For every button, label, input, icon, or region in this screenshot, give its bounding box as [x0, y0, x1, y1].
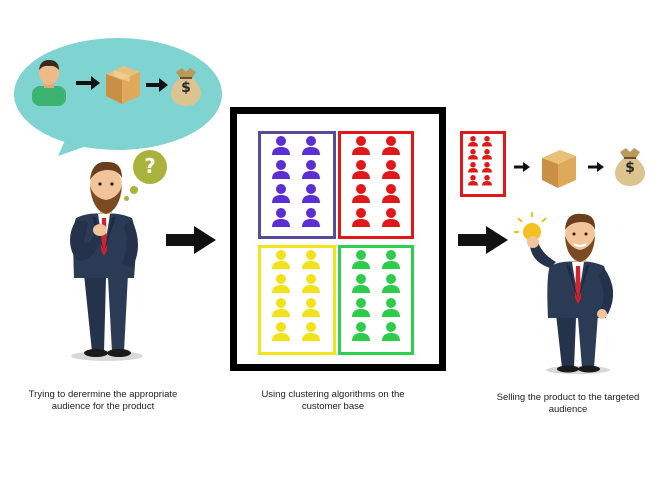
person-icon: [272, 136, 290, 155]
person-icon: [352, 298, 370, 317]
person-icon: [302, 160, 320, 179]
selected-cluster-box: [460, 131, 506, 197]
person-icon: [382, 184, 400, 203]
arrow-icon: [588, 162, 604, 172]
person-icon: [302, 298, 320, 317]
thought-dot: [124, 196, 129, 201]
cluster-people-green: [352, 250, 400, 341]
package-box-icon: [106, 66, 140, 104]
money-bag-icon: $: [610, 146, 650, 186]
person-icon: [352, 250, 370, 269]
thinking-businessman-illustration: [70, 161, 143, 361]
person-icon: [382, 160, 400, 179]
person-icon: [352, 136, 370, 155]
cluster-people-yellow: [272, 250, 320, 341]
person-icon: [382, 274, 400, 293]
person-icon: [272, 184, 290, 203]
cluster-box-red: [338, 131, 414, 239]
person-icon: [382, 322, 400, 341]
currency-symbol: $: [625, 160, 635, 176]
person-icon: [302, 250, 320, 269]
big-arrow-icon: [166, 226, 216, 254]
cluster-people-red: [352, 136, 400, 227]
person-icon: [382, 298, 400, 317]
person-icon: [482, 149, 492, 160]
person-icon: [468, 149, 478, 160]
currency-symbol: $: [181, 80, 191, 96]
money-bag-icon: $: [166, 66, 206, 106]
arrow-icon: [146, 78, 168, 92]
person-icon: [302, 274, 320, 293]
cluster-box-yellow: [258, 245, 336, 355]
question-bubble: ?: [133, 150, 167, 184]
person-icon: [468, 136, 478, 147]
arrow-icon: [76, 76, 100, 90]
person-icon: [382, 208, 400, 227]
caption-middle: Using clustering algorithms on the custo…: [261, 389, 405, 412]
person-icon: [482, 136, 492, 147]
big-arrow-icon: [458, 226, 508, 254]
person-icon: [272, 250, 290, 269]
caption-right: Selling the product to the targeted audi…: [496, 392, 640, 415]
selected-cluster-people: [468, 136, 492, 186]
person-icon: [272, 298, 290, 317]
question-mark: ?: [144, 154, 156, 178]
person-icon: [272, 274, 290, 293]
arrow-icon: [514, 162, 530, 172]
person-icon: [352, 322, 370, 341]
person-icon: [352, 274, 370, 293]
caption-left: Trying to derermine the appropriate audi…: [28, 389, 178, 412]
person-icon: [382, 250, 400, 269]
person-icon: [302, 184, 320, 203]
person-icon: [272, 160, 290, 179]
person-icon: [272, 208, 290, 227]
person-icon: [482, 162, 492, 173]
package-box-icon: [542, 150, 576, 188]
happy-businessman-illustration: [527, 213, 614, 374]
person-icon: [352, 160, 370, 179]
person-icon: [382, 136, 400, 155]
person-icon: [272, 322, 290, 341]
person-icon: [32, 60, 66, 106]
customer-base-frame: [230, 107, 446, 371]
cluster-people-purple: [272, 136, 320, 227]
cluster-box-green: [338, 245, 414, 355]
thought-dot: [130, 186, 138, 194]
person-icon: [468, 175, 478, 186]
person-icon: [302, 208, 320, 227]
person-icon: [482, 175, 492, 186]
cluster-box-purple: [258, 131, 336, 239]
person-icon: [352, 184, 370, 203]
person-icon: [302, 322, 320, 341]
person-icon: [468, 162, 478, 173]
person-icon: [352, 208, 370, 227]
person-icon: [302, 136, 320, 155]
